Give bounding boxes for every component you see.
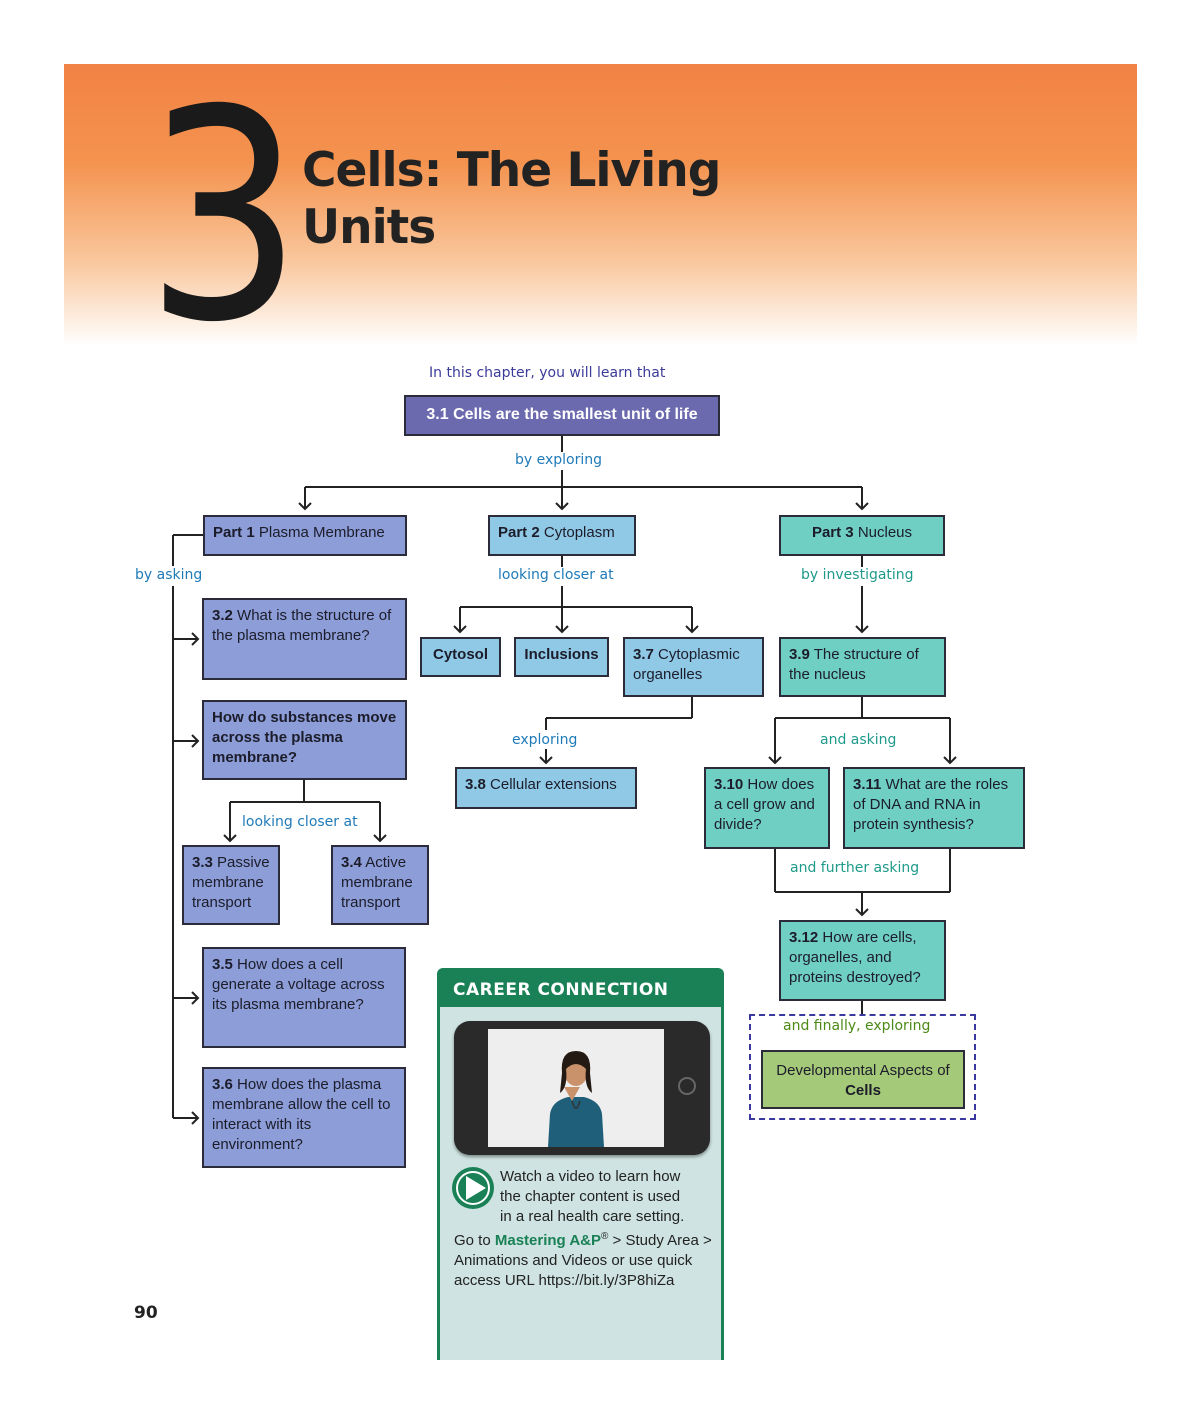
phone-home-button — [678, 1077, 696, 1095]
label-and-asking: and asking — [820, 732, 897, 748]
box-cytosol: Cytosol — [420, 637, 501, 677]
box-3-9-text: The structure of the nucleus — [789, 646, 919, 683]
box-3-11-text: What are the roles of DNA and RNA in pro… — [853, 776, 1009, 833]
presenter-figure — [488, 1029, 664, 1147]
box-3-6-num: 3.6 — [212, 1076, 233, 1093]
box-3-11: 3.11 What are the roles of DNA and RNA i… — [843, 767, 1025, 849]
box-3-12-num: 3.12 — [789, 929, 819, 946]
box-3-3: 3.3 Passive membrane transport — [182, 845, 280, 925]
registered-mark: ® — [601, 1231, 609, 1242]
box-3-4-text: Active membrane transport — [341, 854, 413, 911]
box-how-substances: How do substances move across the plasma… — [202, 700, 407, 780]
box-3-7-num: 3.7 — [633, 646, 654, 663]
part2-num: Part 2 — [498, 524, 540, 541]
label-by-investigating: by investigating — [801, 567, 914, 583]
box-3-5: 3.5 How does a cell generate a voltage a… — [202, 947, 406, 1048]
label-looking-closer-at: looking closer at — [498, 567, 614, 583]
career-line3: in a real health care setting. — [500, 1208, 685, 1225]
box-3-10-text: How does a cell grow and divide? — [714, 776, 815, 833]
box-3-9-num: 3.9 — [789, 646, 810, 663]
box-3-4-num: 3.4 — [341, 854, 362, 871]
box-3-10: 3.10 How does a cell grow and divide? — [704, 767, 830, 849]
label-looking-closer-at-2: looking closer at — [242, 814, 358, 830]
box-3-7: 3.7 Cytoplasmic organelles — [623, 637, 764, 697]
career-connection-panel: CAREER CONNECTION Watch a video to learn… — [437, 968, 724, 1360]
label-exploring: exploring — [512, 732, 578, 748]
video-phone-frame[interactable] — [454, 1021, 710, 1155]
career-rest: > Study Area > Animations and Videos or … — [454, 1232, 712, 1289]
box-3-8-text: Cellular extensions — [490, 776, 617, 793]
page-number: 90 — [134, 1303, 158, 1323]
box-3-7-text: Cytoplasmic organelles — [633, 646, 740, 683]
chapter-title-line1: Cells: The Living — [302, 143, 721, 198]
box-3-3-num: 3.3 — [192, 854, 213, 871]
career-go-to: Go to — [454, 1232, 491, 1249]
box-3-8-num: 3.8 — [465, 776, 486, 793]
box-3-8: 3.8 Cellular extensions — [455, 767, 637, 809]
box-3-12-text: How are cells, organelles, and proteins … — [789, 929, 921, 986]
part2-label: Cytoplasm — [543, 524, 615, 541]
career-line2: the chapter content is used — [500, 1188, 681, 1205]
box-3-1: 3.1 Cells are the smallest unit of life — [404, 395, 720, 436]
box-3-9: 3.9 The structure of the nucleus — [779, 637, 946, 697]
career-description: Watch a video to learn how the chapter c… — [454, 1167, 716, 1291]
mastering-ap-link[interactable]: Mastering A&P — [494, 1232, 601, 1249]
career-line1: Watch a video to learn how — [500, 1168, 681, 1185]
label-by-asking: by asking — [135, 567, 203, 583]
box-3-4: 3.4 Active membrane transport — [331, 845, 429, 925]
label-by-exploring: by exploring — [515, 452, 603, 468]
chapter-banner — [64, 64, 1137, 346]
part3-label: Nucleus — [857, 524, 913, 541]
final-dashed-group — [749, 1014, 976, 1120]
box-3-2-text: What is the structure of the plasma memb… — [212, 607, 392, 644]
box-3-5-num: 3.5 — [212, 956, 233, 973]
label-and-further-asking: and further asking — [790, 860, 920, 876]
box-inclusions: Inclusions — [514, 637, 609, 677]
dev-bold: Cells — [845, 1082, 881, 1099]
box-3-12: 3.12 How are cells, organelles, and prot… — [779, 920, 946, 1001]
box-3-10-num: 3.10 — [714, 776, 744, 793]
box-3-2-num: 3.2 — [212, 607, 233, 624]
part3-box: Part 3 Nucleus — [779, 515, 945, 556]
box-3-11-num: 3.11 — [853, 776, 882, 793]
part2-box: Part 2 Cytoplasm — [488, 515, 636, 556]
label-and-finally-exploring: and finally, exploring — [783, 1018, 931, 1034]
box-3-3-text: Passive membrane transport — [192, 854, 270, 911]
intro-text: In this chapter, you will learn that — [429, 365, 666, 381]
box-3-2: 3.2 What is the structure of the plasma … — [202, 598, 407, 680]
dev-text: Developmental Aspects of — [776, 1062, 950, 1079]
chapter-title: Cells: The Living Units — [302, 142, 802, 256]
play-icon[interactable] — [452, 1167, 494, 1209]
box-3-6: 3.6 How does the plasma membrane allow t… — [202, 1067, 406, 1168]
video-thumbnail[interactable] — [488, 1029, 664, 1147]
part3-num: Part 3 — [811, 524, 854, 541]
box-3-6-text: How does the plasma membrane allow the c… — [212, 1076, 391, 1153]
part1-label: Plasma Membrane — [258, 524, 385, 541]
career-heading: CAREER CONNECTION — [440, 971, 721, 1007]
box-3-5-text: How does a cell generate a voltage acros… — [212, 956, 385, 1013]
part1-num: Part 1 — [213, 524, 255, 541]
part1-box: Part 1 Plasma Membrane — [203, 515, 407, 556]
box-developmental-aspects: Developmental Aspects of Cells — [761, 1050, 965, 1109]
chapter-title-line2: Units — [302, 200, 436, 255]
